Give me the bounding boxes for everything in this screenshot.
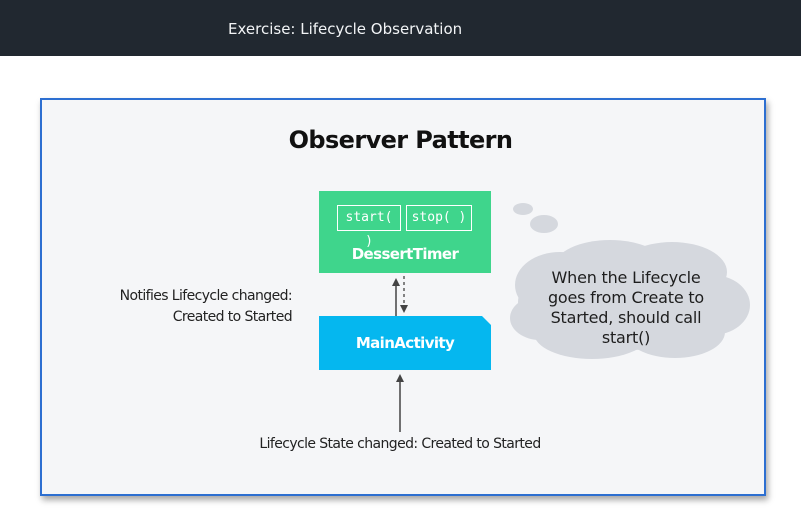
thought-line-3: Started, should call xyxy=(550,308,702,327)
diagram-title: Observer Pattern xyxy=(288,126,513,154)
stop-method-box: stop( ) xyxy=(406,205,472,231)
start-method-box: start( ) xyxy=(337,205,401,249)
lifecycle-state-label: Lifecycle State changed: Created to Star… xyxy=(259,436,541,452)
notify-label-line1: Notifies Lifecycle changed: xyxy=(119,288,293,304)
top-bar: Exercise: Lifecycle Observation xyxy=(0,0,801,56)
dessert-timer-box: start( ) stop( ) DessertTimer xyxy=(319,191,491,273)
page-title: Exercise: Lifecycle Observation xyxy=(228,20,463,38)
dessert-timer-label: DessertTimer xyxy=(351,245,459,263)
thought-line-2: goes from Create to xyxy=(547,288,705,307)
thought-line-4: start() xyxy=(601,328,651,347)
notify-label: Notifies Lifecycle changed: Created to S… xyxy=(90,286,293,328)
thought-bubble-text: When the Lifecycle goes from Create to S… xyxy=(536,268,716,348)
main-activity-label: MainActivity xyxy=(355,334,455,352)
main-activity-box: MainActivity xyxy=(319,316,491,370)
thought-line-1: When the Lifecycle xyxy=(551,268,701,287)
notify-label-line2: Created to Started xyxy=(172,309,293,325)
thought-bubble-cloud xyxy=(510,203,750,359)
